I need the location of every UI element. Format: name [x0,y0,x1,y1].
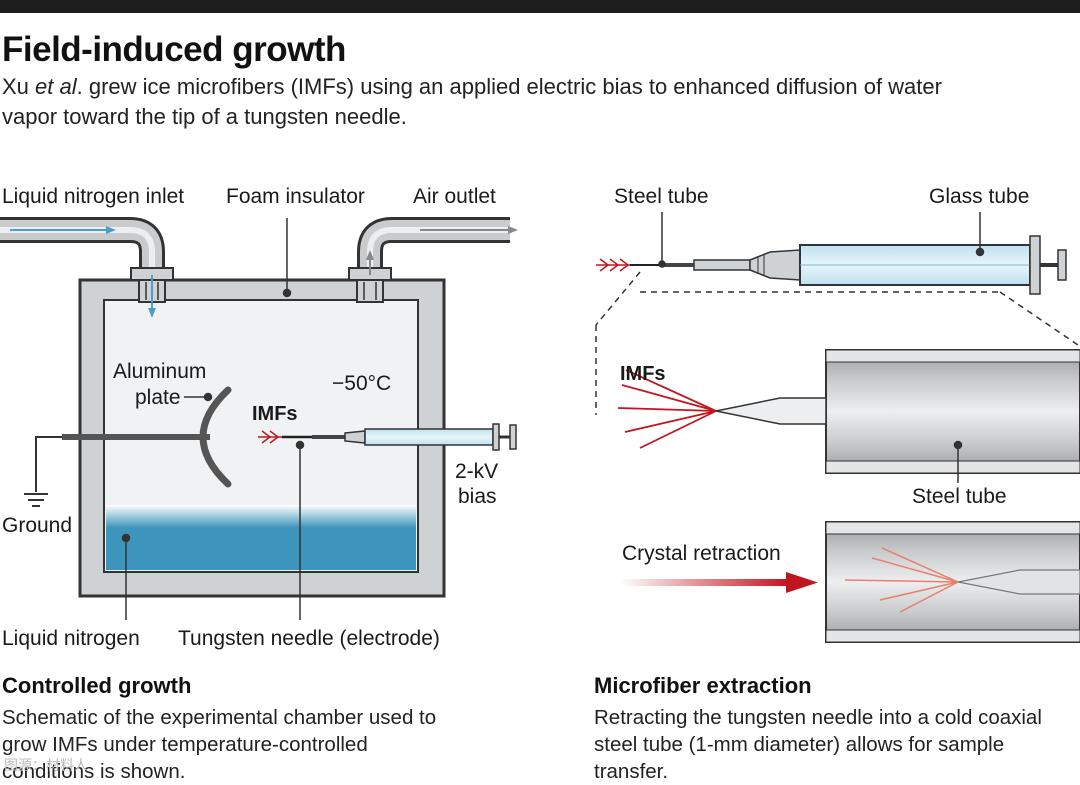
zoom-guides [595,271,1079,415]
label-temperature: −50°C [332,372,391,395]
ground-wire [35,434,210,492]
label-tungsten-needle: Tungsten needle (electrode) [178,627,440,650]
steel-tube-zoom [715,349,1080,474]
top-rule [0,0,1080,13]
figure-title: Field-induced growth [2,30,346,69]
outlet-flow-arrow [366,226,518,275]
caption-body-right: Retracting the tungsten needle into a co… [594,706,1042,783]
glass-tube [799,235,1067,295]
imf-red-arrow-left [258,430,282,444]
needle-assembly-left [282,423,517,451]
crystal-retraction-arrow [620,572,818,593]
imf-red-arrow-top [596,258,630,272]
imf-fibers-retracted [844,547,959,613]
inlet-pipe [0,217,174,303]
inlet-flow-arrow [10,226,156,318]
subtitle-etal: et al [35,74,77,99]
caption-title-left: Controlled growth [2,673,192,698]
label-aluminum-plate-1: Aluminum [113,360,206,383]
imf-fibers-zoom [617,369,717,449]
leader-lines-right [658,212,985,483]
label-ground: Ground [2,514,72,537]
aluminum-plate [199,386,232,488]
liquid-nitrogen-pool [106,505,416,570]
label-steel-tube-top: Steel tube [614,185,709,208]
caption-title-right: Microfiber extraction [594,673,812,698]
label-bias-2: bias [458,485,497,508]
leader-lines-left [121,218,305,620]
figure-subtitle: Xu et al. grew ice microfibers (IMFs) us… [2,72,962,132]
label-glass-tube: Glass tube [929,185,1029,208]
label-foam-insulator: Foam insulator [226,185,365,208]
label-steel-tube-mid: Steel tube [912,485,1007,508]
subtitle-author: Xu [2,74,36,99]
label-inlet: Liquid nitrogen inlet [2,185,184,208]
watermark: 图源：材料人 [4,757,88,773]
label-liquid-nitrogen: Liquid nitrogen [2,627,140,650]
label-imfs-right: IMFs [620,363,666,385]
label-aluminum-plate-2: plate [135,386,181,409]
label-imfs-left: IMFs [252,403,298,425]
label-crystal-retraction: Crystal retraction [622,542,781,565]
label-air-outlet: Air outlet [413,185,496,208]
label-bias-1: 2-kV [455,460,498,483]
caption-body-left: Schematic of the experimental chamber us… [2,706,437,783]
subtitle-rest: . grew ice microfibers (IMFs) using an a… [2,74,942,129]
ground-symbol [24,493,48,507]
needle-assembly-top [630,249,801,281]
